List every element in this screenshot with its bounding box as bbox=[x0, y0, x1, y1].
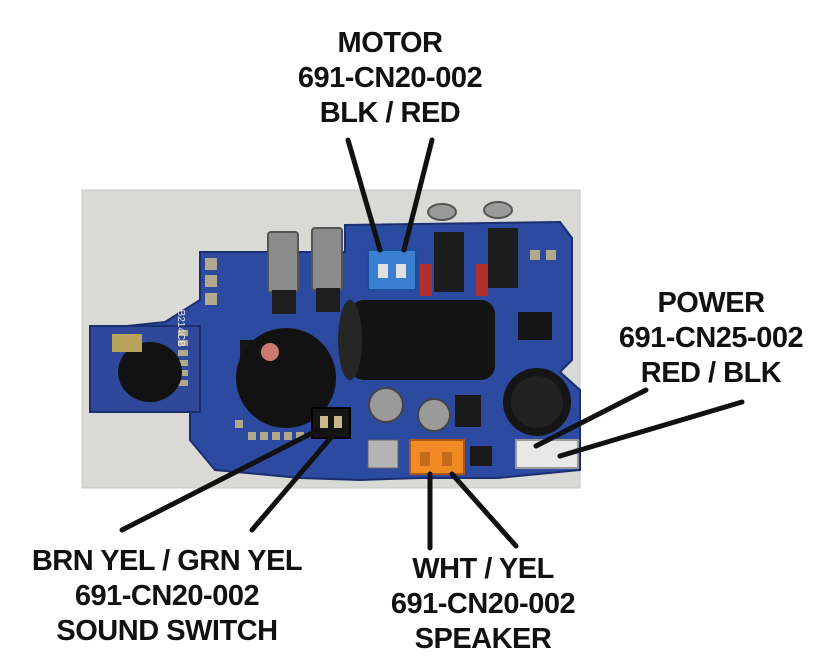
speaker-part-number: 691-CN20-002 bbox=[390, 588, 576, 620]
leader-lines bbox=[119, 137, 745, 551]
power-wire-colors: RED / BLK bbox=[640, 357, 782, 389]
power-transistors bbox=[267, 227, 343, 314]
speaker-callout: WHT / YEL 691-CN20-002 SPEAKER bbox=[378, 552, 588, 657]
resistors bbox=[420, 201, 518, 296]
sound-switch-part-number: 691-CN20-002 bbox=[74, 580, 260, 612]
main-capacitor bbox=[350, 300, 495, 380]
power-callout: POWER 691-CN25-002 RED / BLK bbox=[596, 286, 826, 391]
power-title: POWER bbox=[657, 287, 765, 319]
small-capacitors bbox=[368, 387, 481, 432]
power-part-number: 691-CN25-002 bbox=[618, 322, 804, 354]
speaker-leader-right bbox=[449, 471, 519, 549]
motor-part-number: 691-CN20-002 bbox=[297, 62, 483, 94]
sound-switch-callout: BRN YEL / GRN YEL 691-CN20-002 SOUND SWI… bbox=[8, 544, 326, 649]
motor-callout: MOTOR 691-CN20-002 BLK / RED bbox=[290, 26, 490, 131]
motor-wire-colors: BLK / RED bbox=[319, 97, 461, 129]
sound-switch-connector bbox=[311, 407, 351, 439]
daughter-board-chip bbox=[118, 342, 182, 402]
speaker-connector bbox=[409, 439, 465, 475]
epoxy-blob bbox=[236, 328, 336, 428]
sound-switch-title: SOUND SWITCH bbox=[56, 615, 278, 647]
speaker-title: SPEAKER bbox=[414, 623, 552, 655]
sound-leader-right bbox=[249, 431, 337, 533]
motor-connector bbox=[367, 249, 417, 291]
sound-leader-left bbox=[119, 427, 321, 533]
motor-leader-left bbox=[345, 137, 383, 253]
silkscreen-text: 1B214CB bbox=[175, 304, 186, 347]
power-leader-lower bbox=[557, 399, 745, 459]
motor-title: MOTOR bbox=[337, 27, 443, 59]
ic-chip-right bbox=[518, 312, 552, 340]
power-leader-upper bbox=[533, 387, 649, 449]
sound-switch-wire-colors: BRN YEL / GRN YEL bbox=[31, 545, 303, 577]
motor-leader-right bbox=[401, 137, 435, 253]
speaker-wire-colors: WHT / YEL bbox=[412, 553, 554, 585]
